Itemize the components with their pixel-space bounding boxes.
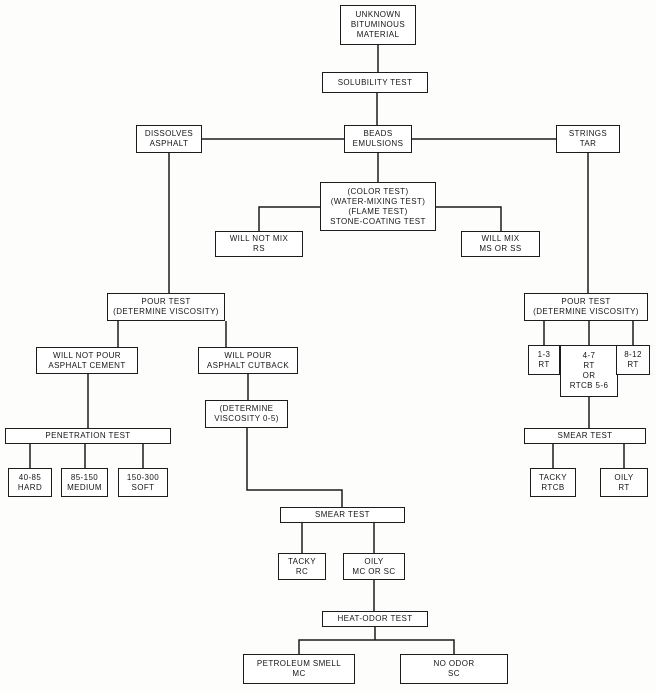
- node-pour-test-asphalt: POUR TEST(DETERMINE VISCOSITY): [107, 293, 225, 321]
- node-smear-test-cutback: SMEAR TEST: [280, 507, 405, 523]
- node-pour-test-tar: POUR TEST(DETERMINE VISCOSITY): [524, 293, 648, 321]
- connector-viscosity-smear: [246, 428, 343, 507]
- node-solubility-test: SOLUBILITY TEST: [322, 72, 428, 93]
- connector-colortest-willnotmix: [258, 206, 320, 231]
- node-smear-test-tar: SMEAR TEST: [524, 428, 646, 444]
- connector-heatodor-branch: [298, 627, 455, 654]
- connector-colortest-willmix: [436, 206, 502, 231]
- node-color-water-flame-stone-tests: (COLOR TEST)(WATER-MIXING TEST)(FLAME TE…: [320, 182, 436, 231]
- node-heat-odor-test: HEAT-ODOR TEST: [322, 611, 428, 627]
- node-penetration-test: PENETRATION TEST: [5, 428, 171, 444]
